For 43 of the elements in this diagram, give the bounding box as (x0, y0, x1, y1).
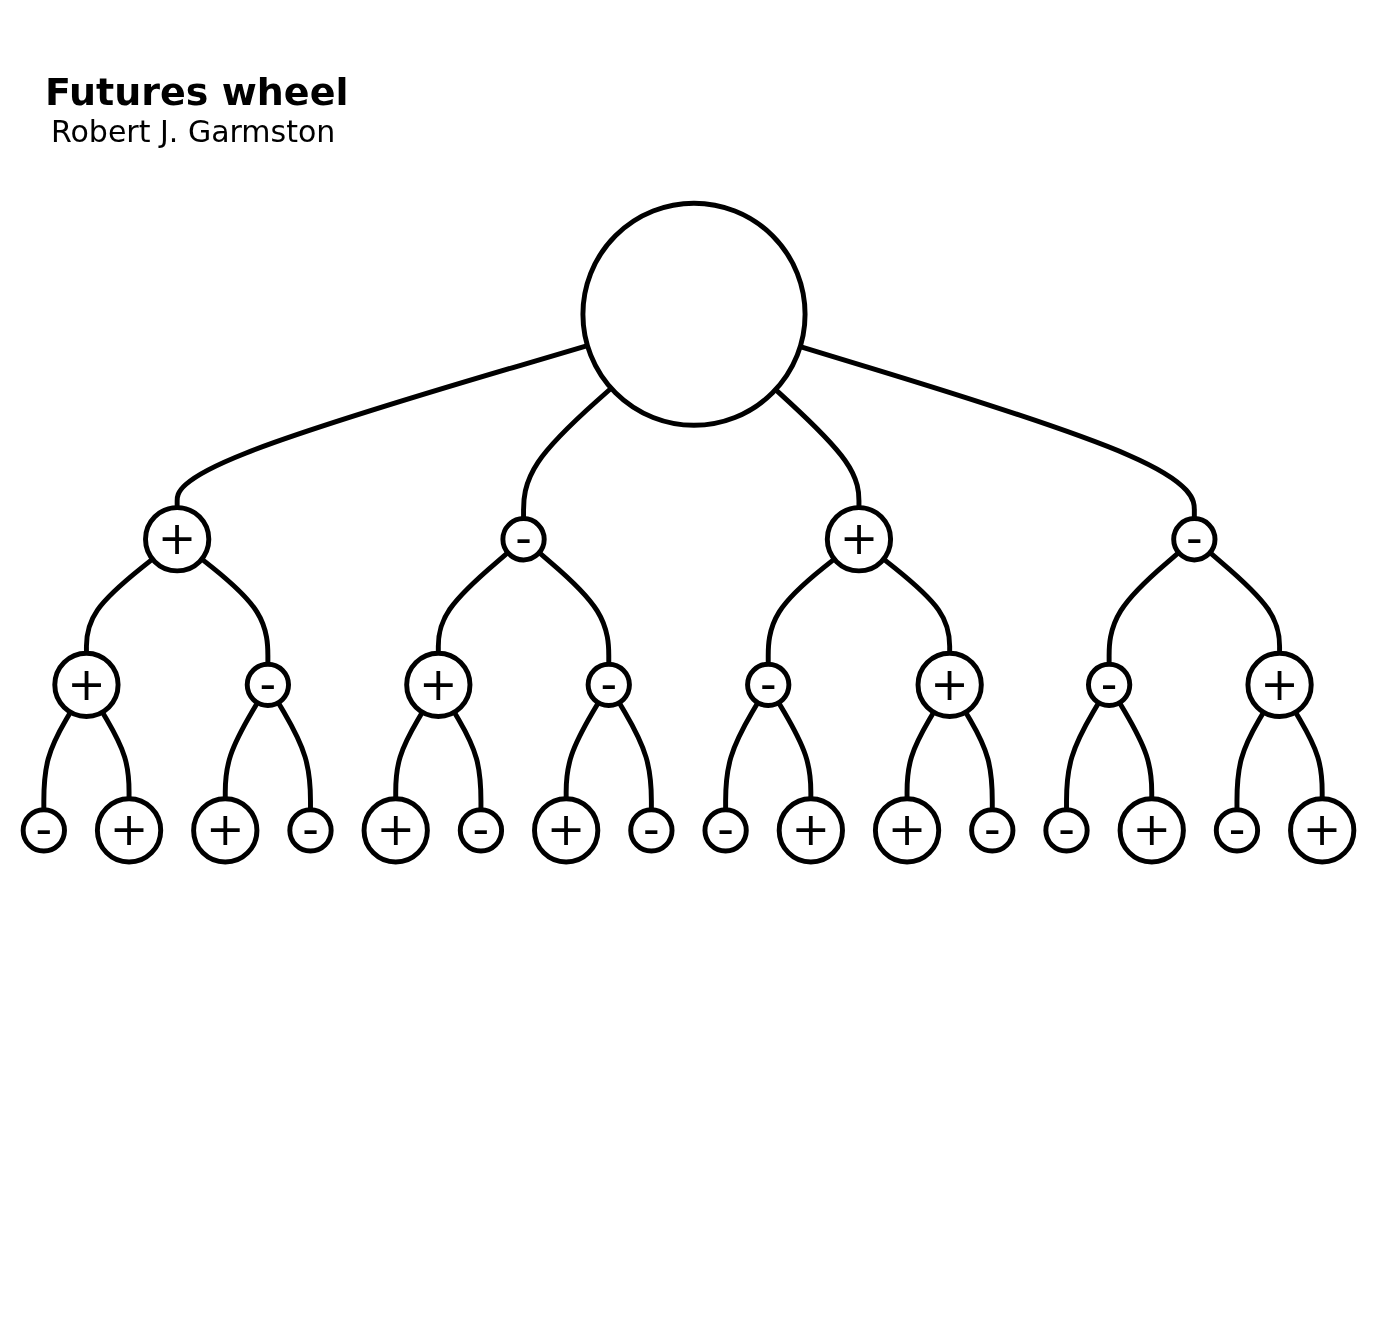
node-circle: + (94, 796, 164, 865)
connector (723, 701, 760, 810)
node-circle: - (1171, 516, 1218, 563)
node-circle: + (52, 650, 121, 719)
connector (773, 387, 862, 508)
connector (1117, 701, 1155, 799)
connector (776, 701, 814, 799)
connector (904, 710, 936, 799)
node-circle: - (1213, 807, 1261, 854)
node-circle: + (361, 796, 430, 865)
node-circle: - (244, 661, 291, 708)
connector (521, 386, 613, 519)
node-circle: - (702, 807, 749, 854)
node-circle: + (1245, 650, 1314, 719)
connector (1064, 701, 1101, 810)
node-circle: - (500, 516, 547, 563)
node-circle: + (872, 796, 942, 865)
node-circle: - (20, 807, 67, 854)
node-circle: - (1043, 807, 1090, 854)
node-circle: - (628, 807, 675, 854)
connector (1234, 710, 1266, 810)
node-circle (580, 200, 808, 428)
node-circle: + (404, 650, 473, 719)
node-circle: + (915, 650, 984, 719)
node-circle: - (1086, 661, 1133, 708)
connector (563, 701, 601, 799)
node-circle: + (143, 505, 212, 574)
node-circle: - (457, 807, 505, 854)
node-circle: + (191, 796, 260, 865)
connector (222, 701, 260, 799)
connector (276, 701, 313, 810)
node-circle: - (287, 807, 334, 854)
author-name: Robert J. Garmston (51, 114, 337, 149)
node-circle: + (532, 796, 601, 865)
node-circle: - (745, 661, 792, 708)
node-circle: - (969, 807, 1016, 854)
connector (617, 701, 654, 810)
node-circle: - (585, 661, 632, 708)
node-circle: + (824, 505, 894, 574)
node-circle: + (1117, 796, 1186, 865)
node-circle: + (776, 796, 845, 865)
node-circle: + (1288, 796, 1357, 865)
diagram-title: Futures wheel (45, 70, 349, 114)
